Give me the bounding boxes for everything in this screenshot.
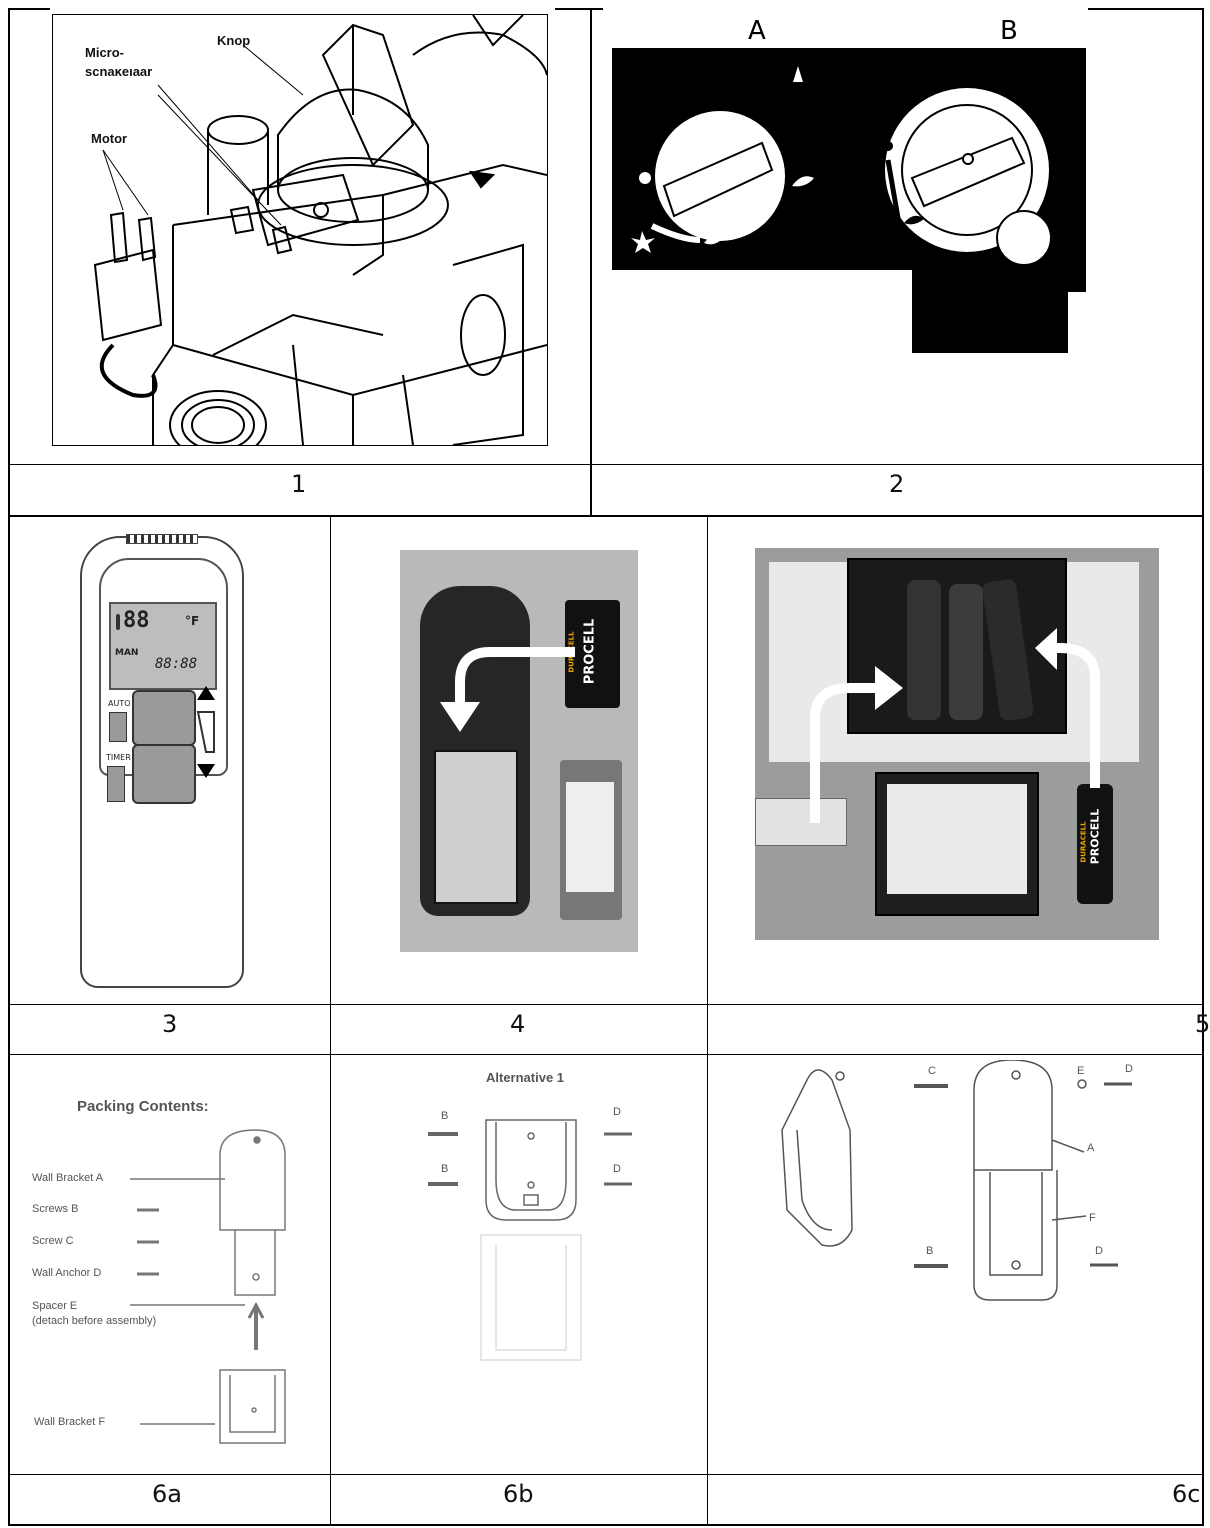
caption-4: 4 bbox=[510, 1010, 526, 1038]
item-screws-b: Screws B bbox=[32, 1203, 79, 1215]
figure-6b-alternative: Alternative 1 B D B D bbox=[336, 1060, 702, 1468]
receiver-cover bbox=[875, 772, 1039, 916]
figure-6c-assembly: C E D A F B D bbox=[712, 1060, 1198, 1468]
gas-valve-illustration bbox=[93, 15, 547, 445]
item-wall-bracket-a: Wall Bracket A bbox=[32, 1172, 104, 1184]
bracket-illustration bbox=[428, 1119, 632, 1361]
figure-5-photo: DURACELL PROCELL bbox=[755, 548, 1159, 940]
grid-line bbox=[8, 8, 10, 1525]
timer-label: TIMER bbox=[106, 753, 131, 762]
label-b: B bbox=[926, 1245, 934, 1257]
caption-5: 5 bbox=[1195, 1010, 1210, 1038]
receiver-cover-label bbox=[887, 784, 1027, 894]
wire-connector bbox=[755, 798, 847, 846]
label-b-bottom: B bbox=[441, 1163, 449, 1175]
aa-battery-brand: DURACELL bbox=[1079, 821, 1088, 863]
label-e: E bbox=[1077, 1065, 1085, 1077]
figure-2-control-panel bbox=[612, 48, 1086, 353]
label-c: C bbox=[928, 1065, 936, 1077]
grid-line bbox=[8, 515, 1204, 517]
receiver-battery-2 bbox=[949, 584, 983, 720]
grid-line bbox=[590, 8, 592, 516]
timer-button[interactable] bbox=[107, 766, 125, 802]
item-spacer-e-note: (detach before assembly) bbox=[32, 1315, 157, 1327]
grid-line bbox=[8, 1054, 1204, 1055]
remote-top-grip bbox=[126, 534, 198, 544]
caption-3: 3 bbox=[162, 1010, 178, 1038]
caption-1: 1 bbox=[291, 470, 307, 498]
battery-cover bbox=[560, 760, 622, 920]
grid-line bbox=[8, 464, 1204, 465]
packing-heading: Packing Contents: bbox=[77, 1098, 209, 1115]
item-screw-c: Screw C bbox=[32, 1235, 74, 1247]
battery-line: PROCELL bbox=[582, 618, 598, 685]
label-d-top: D bbox=[1125, 1063, 1133, 1075]
up-arrow-icon bbox=[197, 686, 215, 700]
receiver-battery-3 bbox=[981, 578, 1035, 722]
display-time: 88:88 bbox=[155, 656, 198, 672]
figure-4-photo: DURACELL PROCELL bbox=[400, 550, 638, 952]
alternative-heading: Alternative 1 bbox=[486, 1070, 565, 1085]
label-micro-cont: schakelaar bbox=[85, 69, 153, 77]
label-b-top: B bbox=[441, 1110, 449, 1122]
lcd-display: 88 °F MAN 88:88 bbox=[109, 602, 217, 690]
label-f: F bbox=[1089, 1212, 1096, 1224]
aa-battery-line: PROCELL bbox=[1088, 808, 1102, 865]
figure-3-remote: 88 °F MAN 88:88 AUTO TIMER bbox=[80, 534, 244, 988]
label-micro: Micro- bbox=[85, 45, 124, 60]
display-unit: °F bbox=[185, 614, 200, 628]
thermometer-icon bbox=[116, 614, 120, 630]
figure-1-valve-drawing: Micro- schakelaar Knop Motor bbox=[52, 14, 548, 446]
grid-line bbox=[1088, 8, 1203, 10]
display-mode: MAN bbox=[115, 648, 139, 658]
aa-battery: DURACELL PROCELL bbox=[1077, 784, 1113, 904]
grid-line bbox=[8, 8, 50, 10]
arrow-icon bbox=[440, 647, 575, 732]
arrow-icon bbox=[1035, 628, 1100, 788]
label-motor: Motor bbox=[91, 131, 128, 146]
caption-6c: 6c bbox=[1172, 1480, 1201, 1508]
battery-compartment bbox=[434, 750, 518, 904]
packing-illustration bbox=[130, 1129, 286, 1444]
grid-line bbox=[8, 1004, 1204, 1005]
grid-line bbox=[330, 515, 331, 1525]
item-wall-bracket-f: Wall Bracket F bbox=[34, 1416, 106, 1428]
flame-level-icon bbox=[196, 711, 215, 753]
caption-6a: 6a bbox=[152, 1480, 182, 1508]
up-button[interactable] bbox=[132, 690, 196, 746]
cover-label bbox=[566, 782, 614, 892]
label-knob: Knop bbox=[217, 33, 251, 48]
figure-6a-packing: Packing Contents: Wall Bracket A Screws … bbox=[20, 1060, 325, 1468]
caption-6b: 6b bbox=[503, 1480, 534, 1508]
label-d-bottom: D bbox=[613, 1163, 621, 1175]
assembly-illustration bbox=[781, 1060, 1132, 1301]
label-a: A bbox=[748, 16, 766, 46]
control-panel-illustration bbox=[612, 48, 1086, 353]
grid-line bbox=[8, 1474, 1204, 1475]
arrow-icon bbox=[810, 666, 903, 823]
label-b: B bbox=[1000, 16, 1018, 46]
grid-line bbox=[707, 515, 708, 1525]
grid-line bbox=[1202, 8, 1204, 1525]
auto-label: AUTO bbox=[108, 699, 131, 708]
item-spacer-e: Spacer E bbox=[32, 1300, 78, 1312]
grid-line bbox=[555, 8, 603, 10]
receiver-battery-1 bbox=[907, 580, 941, 720]
auto-button[interactable] bbox=[109, 712, 127, 742]
display-temperature: 88 bbox=[123, 608, 150, 633]
label-d-top: D bbox=[613, 1106, 621, 1118]
item-wall-anchor-d: Wall Anchor D bbox=[32, 1267, 102, 1279]
receiver-box bbox=[847, 558, 1067, 734]
label-a: A bbox=[1087, 1142, 1095, 1154]
down-button[interactable] bbox=[132, 744, 196, 804]
down-arrow-icon bbox=[197, 764, 215, 778]
grid-line bbox=[8, 1524, 1204, 1526]
label-d-bottom: D bbox=[1095, 1245, 1103, 1257]
caption-2: 2 bbox=[889, 470, 905, 498]
